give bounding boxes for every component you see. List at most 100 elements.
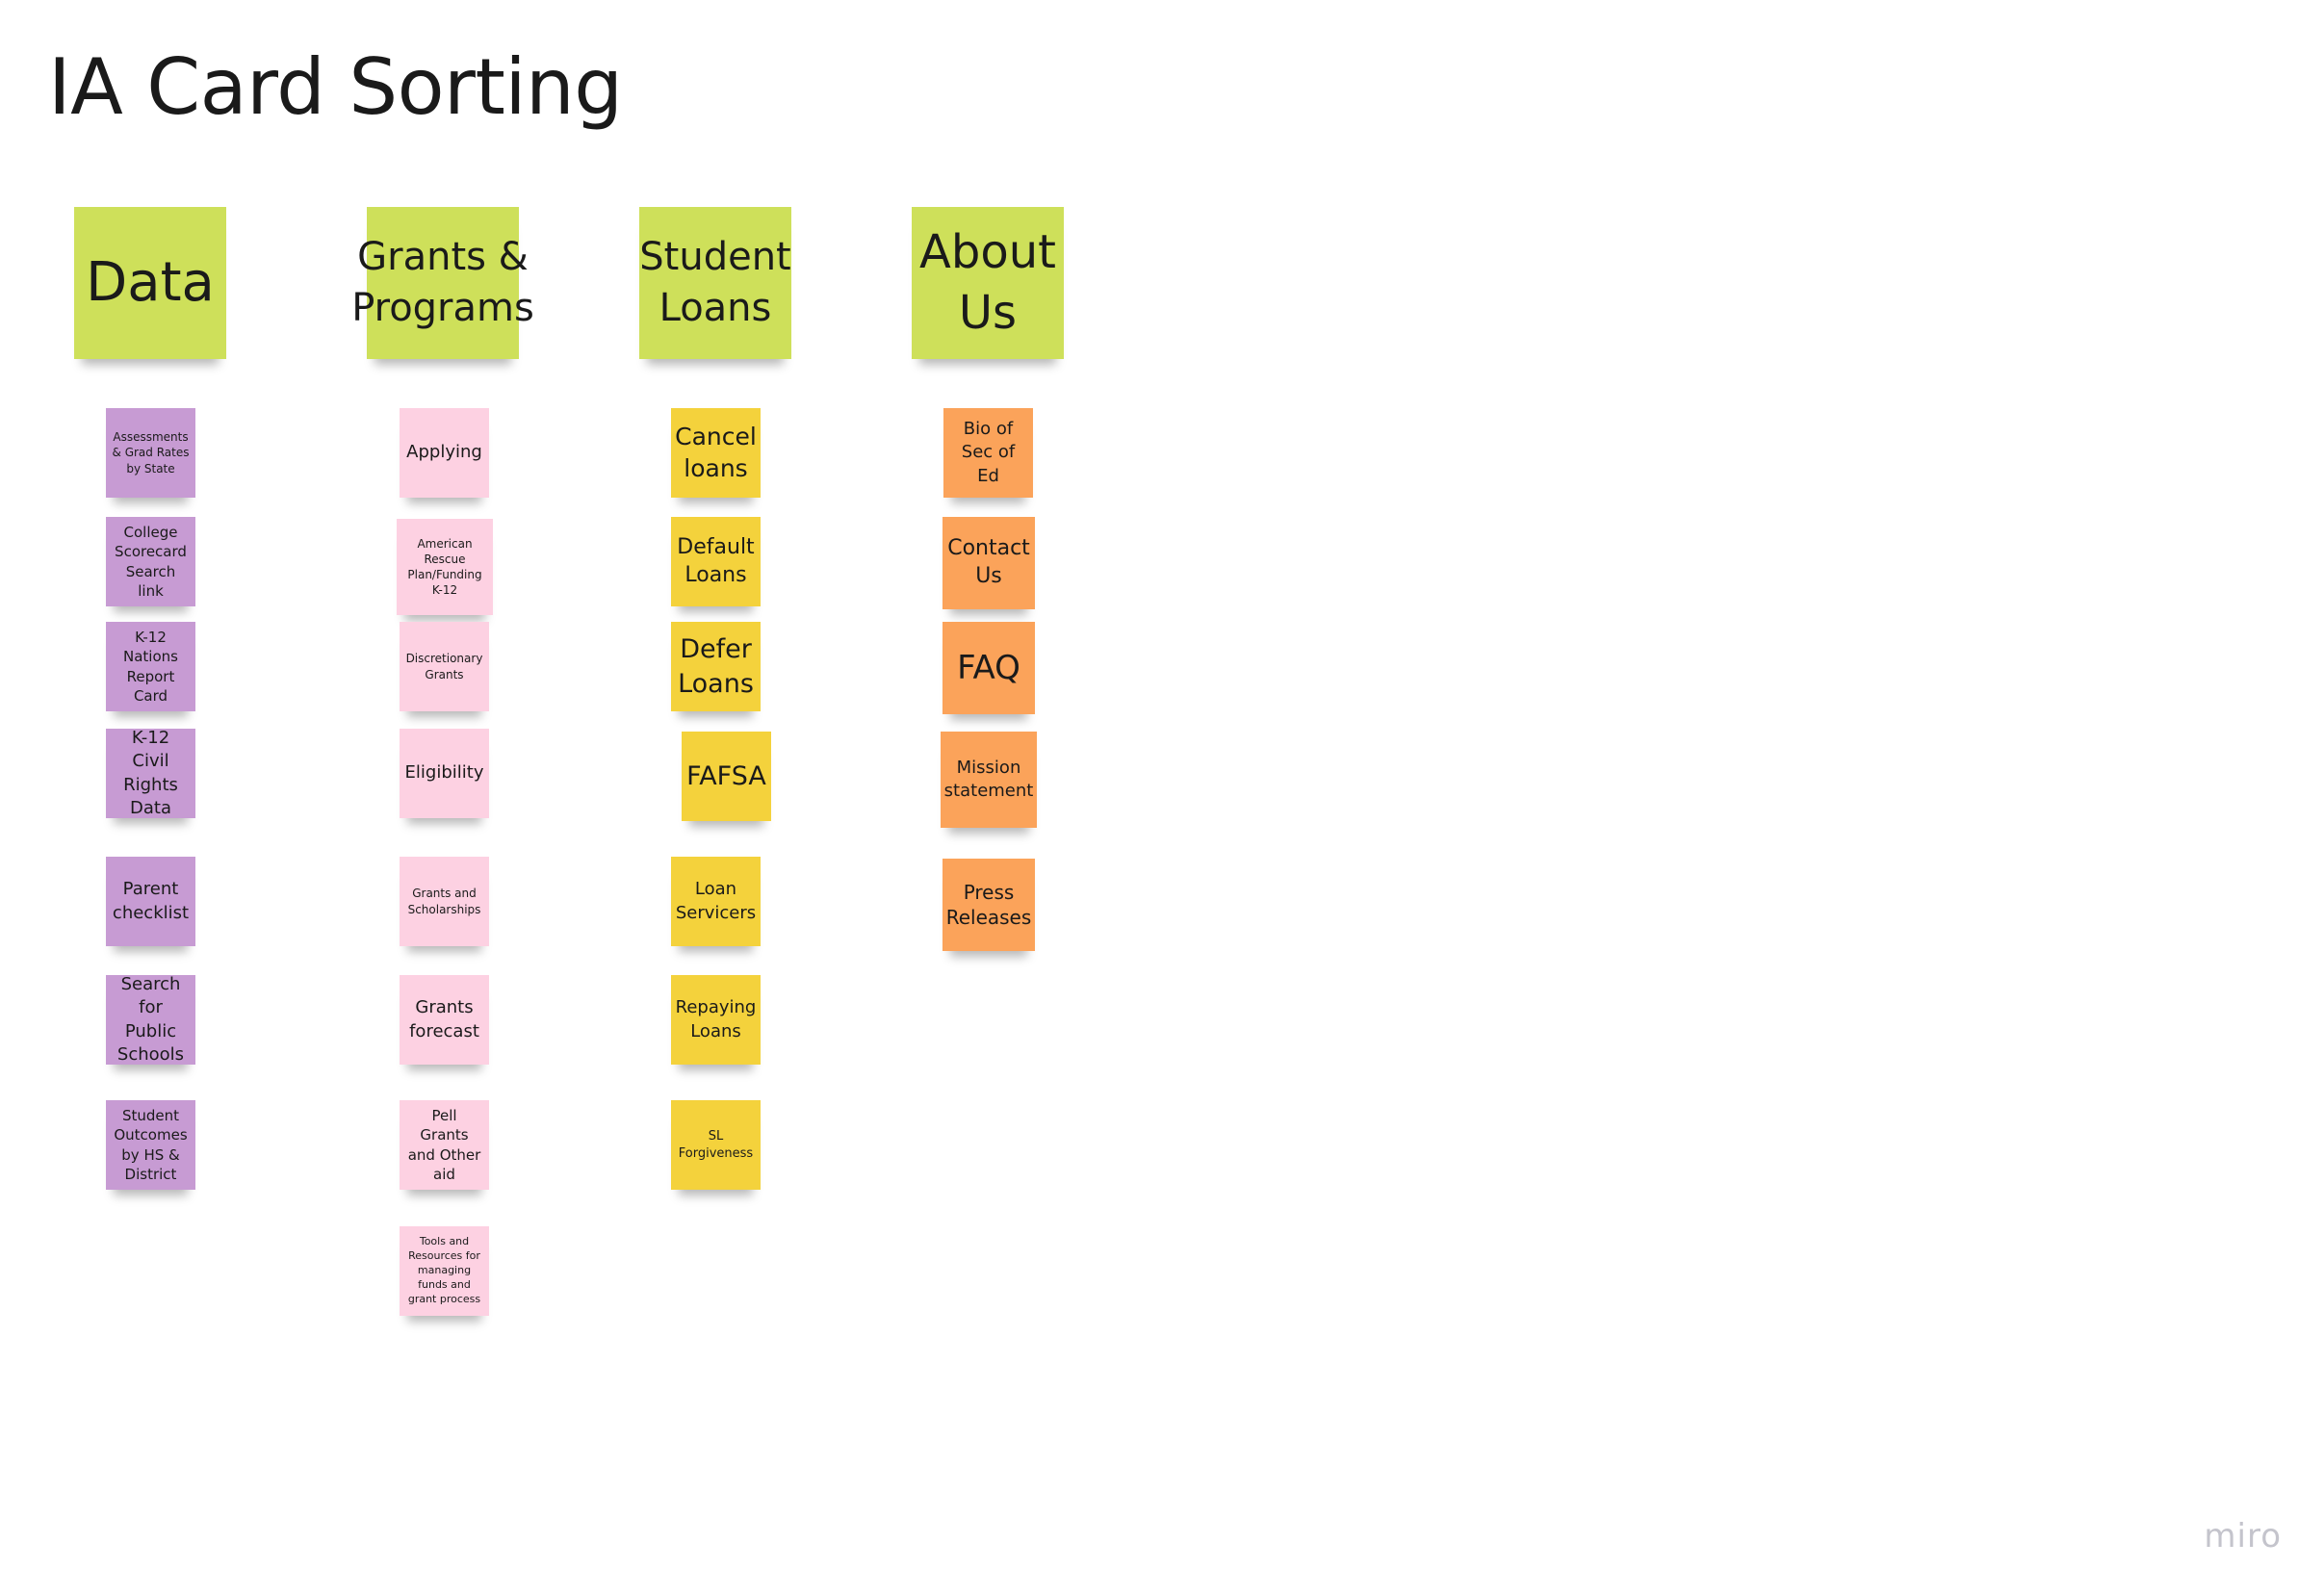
card-line: Resources for [408,1249,480,1263]
card-line: Outcomes [114,1126,188,1144]
miro-logo: miro [2204,1517,2282,1555]
card-line: Contact [947,536,1030,561]
card-line: Forgiveness [678,1145,754,1161]
card-faq[interactable]: FAQ [943,622,1035,714]
card-line: Card [133,686,168,705]
card-line: managing [417,1264,472,1277]
card-line: Releases [945,906,1032,929]
card-line: Sec of [961,442,1016,463]
card-eligibility[interactable]: Eligibility [400,729,489,818]
card-line: Applying [406,442,482,463]
card-line: Assessments [113,430,189,445]
card-line: SL [708,1128,724,1144]
card-line: Repaying [675,997,757,1018]
card-line: Grants and [412,887,477,901]
card-line: Us [975,564,1002,588]
card-applying[interactable]: Applying [400,408,489,498]
card-line: Tools and [419,1235,470,1248]
card-line: funds and [418,1277,471,1291]
card-line: Schools [116,1043,185,1065]
card-line: FAQ [957,648,1020,687]
card-line: Search [120,973,181,994]
header-label: Programs [351,286,534,330]
card-line: Nations [123,648,178,666]
header-label: Grants & [357,235,529,280]
card-line: Eligibility [404,762,484,784]
header-label: Student [639,235,791,280]
card-mission-statement[interactable]: Mission statement [941,732,1037,828]
card-line: District [124,1165,177,1183]
header-grants-programs[interactable]: Grants & Programs [351,207,534,359]
card-line: Bio of [963,419,1014,440]
card-line: K-12 [431,583,458,598]
card-cancel-loans[interactable]: Cancel loans [671,408,761,498]
card-line: Grants [415,997,474,1018]
card-line: Mission [956,757,1021,778]
card-line: checklist [112,902,190,923]
card-line: and Other [407,1145,481,1164]
card-line: Grants [425,667,464,681]
card-line: Default [677,534,755,559]
card-line: Search link [125,562,176,600]
card-line: Data [130,797,171,818]
card-line: Loans [678,668,754,699]
card-line: Rescue [424,552,466,566]
card-line: FAFSA [686,760,766,791]
card-line: Student [121,1107,180,1124]
card-line: American [417,536,473,551]
card-line: & Grad Rates [112,446,190,460]
card-line: K-12 [135,629,167,646]
card-line: College [123,524,178,541]
card-line: K-12 Civil [131,727,170,772]
card-fafsa[interactable]: FAFSA [682,732,771,821]
card-line: forecast [409,1020,479,1041]
header-label: Us [958,286,1018,340]
card-line: Rights [123,774,178,795]
card-line: Cancel [675,423,757,450]
card-line: Plan/Funding [407,568,482,581]
card-line: Press [963,881,1015,904]
card-line: Defer [680,634,752,665]
card-line: Loan [694,879,737,900]
card-line: loans [684,453,748,482]
card-line: Pell Grants [420,1107,469,1144]
card-line: grant process [407,1292,481,1305]
header-label: Loans [658,286,772,330]
card-line: by State [126,461,175,476]
card-line: Parent [122,879,179,900]
board-title: IA Card Sorting [48,42,623,132]
card-line: statement [943,781,1034,801]
card-line: Scorecard [115,543,187,561]
card-line: Discretionary [405,652,483,666]
header-label: About [919,224,1056,279]
header-label: Data [86,251,215,315]
card-line: Report [126,667,175,685]
card-line: Servicers [675,902,757,923]
header-data[interactable]: Data [74,207,226,359]
card-line: Loans [684,562,747,587]
card-line: by HS & [121,1145,180,1164]
